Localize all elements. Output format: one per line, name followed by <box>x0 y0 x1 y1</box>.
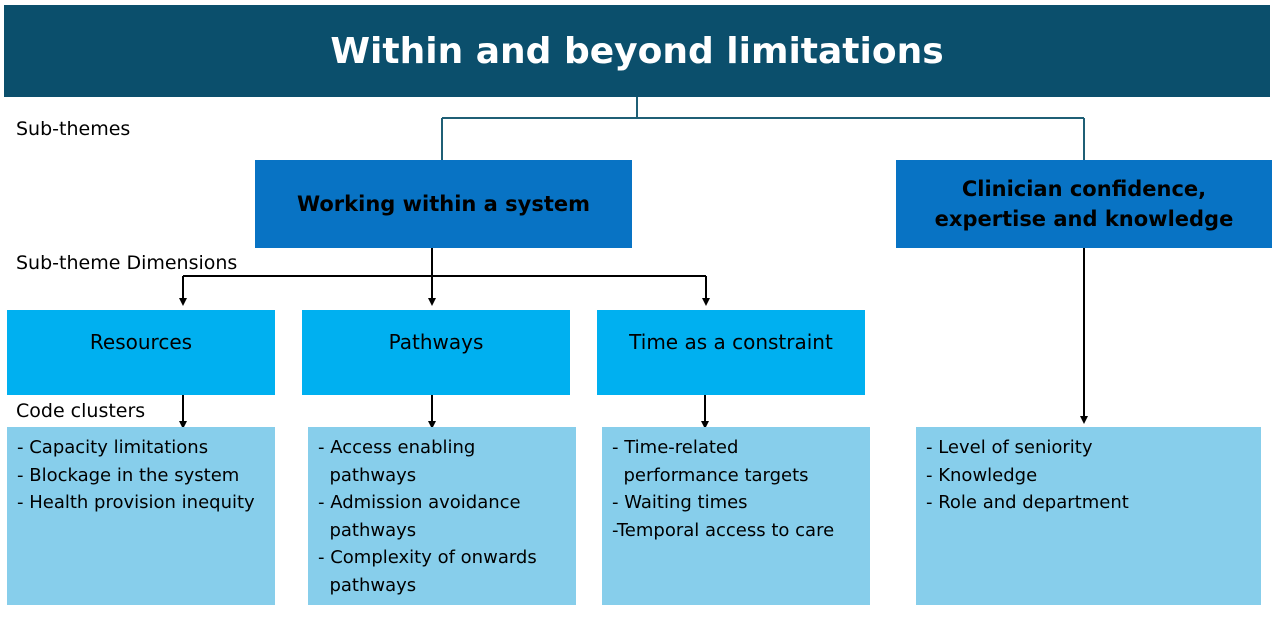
sub-theme-dimensions-label: Sub-theme Dimensions <box>16 252 238 274</box>
sub-themes-label: Sub-themes <box>16 118 131 140</box>
dimension-time-constraint: Time as a constraint <box>597 310 865 395</box>
cluster-item: - Knowledge <box>926 464 1038 486</box>
cluster-item: - Level of seniority <box>926 437 1093 458</box>
cluster-item: pathways <box>318 574 417 596</box>
cluster-item: - Time-related <box>612 437 739 458</box>
dimension-pathways: Pathways <box>302 310 570 395</box>
code-clusters-label: Code clusters <box>16 400 146 422</box>
dimension-resources: Resources <box>7 310 275 395</box>
dimension-label: Time as a constraint <box>629 329 833 354</box>
subtheme-label: Working within a system <box>296 191 591 216</box>
dimension-label: Pathways <box>388 329 484 354</box>
dimension-label: Resources <box>89 329 193 354</box>
cluster-item: performance targets <box>612 464 809 486</box>
main-title: Within and beyond limitations <box>4 5 1270 97</box>
cluster-item: - Admission avoidance <box>318 492 521 513</box>
cluster-item: - Access enabling <box>318 437 476 458</box>
cluster-item: - Health provision inequity <box>17 492 255 513</box>
cluster-resources: - Capacity limitations - Blockage in the… <box>7 427 275 605</box>
cluster-item: -Temporal access to care <box>612 519 835 541</box>
subtheme-label-line1: Clinician confidence, <box>961 176 1207 201</box>
subtheme-clinician-confidence: Clinician confidence, expertise and know… <box>896 160 1272 248</box>
cluster-time: - Time-related performance targets - Wai… <box>602 427 870 605</box>
main-title-text: Within and beyond limitations <box>330 30 944 72</box>
subtheme-to-dimension-connector <box>179 248 710 306</box>
cluster-item: - Waiting times <box>612 492 748 513</box>
cluster-item: - Capacity limitations <box>17 437 209 458</box>
cluster-item: - Role and department <box>926 492 1129 513</box>
subtheme-label-line2: expertise and knowledge <box>934 207 1234 231</box>
subtheme-working-within-system: Working within a system <box>255 160 632 248</box>
cluster-clinician: - Level of seniority - Knowledge - Role … <box>916 427 1261 605</box>
cluster-item: pathways <box>318 464 417 486</box>
dimension-to-cluster-connector <box>179 395 709 429</box>
cluster-item: - Complexity of onwards <box>318 547 537 568</box>
cluster-pathways: - Access enabling pathways - Admission a… <box>308 427 576 605</box>
title-to-subtheme-connector <box>441 97 1085 160</box>
cluster-item: pathways <box>318 519 417 541</box>
cluster-item: - Blockage in the system <box>17 464 240 486</box>
